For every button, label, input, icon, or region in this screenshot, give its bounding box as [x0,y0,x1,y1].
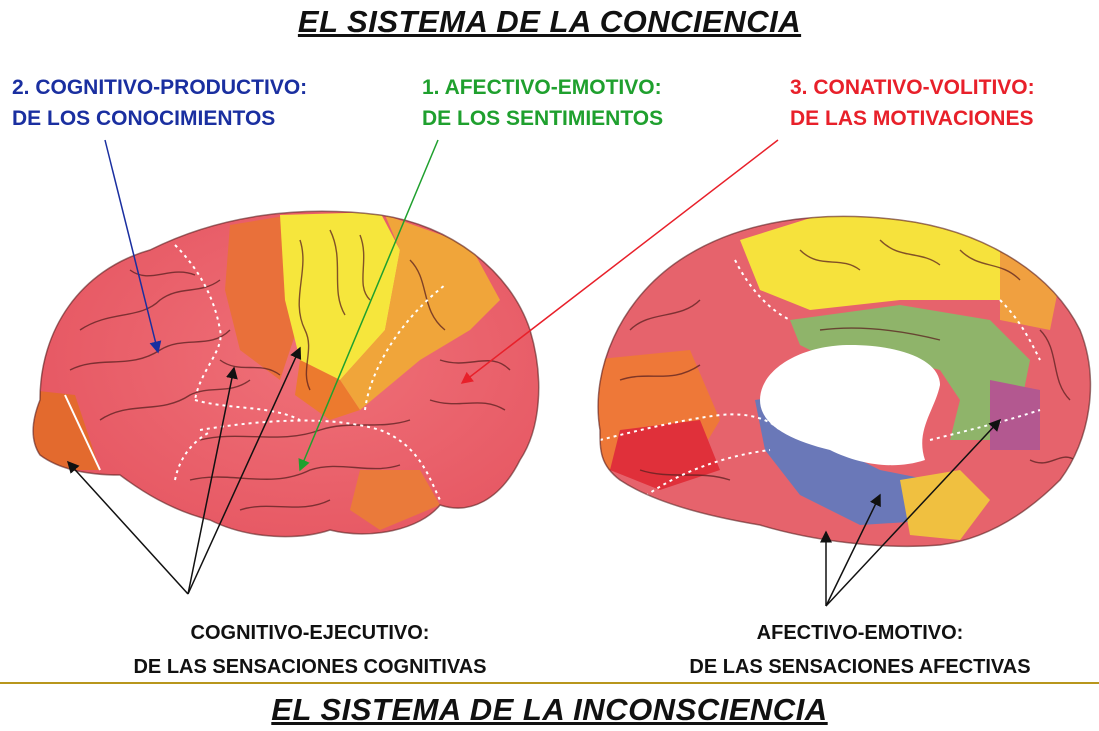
medial-brain [598,216,1091,547]
arrows-afectivo-emotivo [820,418,1002,607]
label-line: DE LAS SENSACIONES COGNITIVAS [133,656,487,678]
arrow-conativo-volitivo [460,139,779,384]
label-afectivo-emotivo-sensaciones: AFECTIVO-EMOTIVO: DE LAS SENSACIONES AFE… [620,616,1099,684]
arrow-cognitivo-productivo [104,139,162,354]
label-line: DE LOS CONOCIMIENTOS [12,107,276,130]
label-line: 2. COGNITIVO-PRODUCTIVO: [12,76,308,99]
label-conativo-volitivo: 3. CONATIVO-VOLITIVO: DE LAS MOTIVACIONE… [790,72,1035,134]
label-cognitivo-ejecutivo: COGNITIVO-EJECUTIVO: DE LAS SENSACIONES … [60,616,560,684]
label-line: 3. CONATIVO-VOLITIVO: [790,76,1035,99]
label-cognitivo-productivo: 2. COGNITIVO-PRODUCTIVO: DE LOS CONOCIMI… [12,72,307,134]
arrows-cognitivo-ejecutivo [66,346,302,595]
label-line: DE LAS SENSACIONES AFECTIVAS [689,656,1031,678]
label-line: DE LAS MOTIVACIONES [790,107,1034,130]
label-line: DE LOS SENTIMIENTOS [422,107,664,130]
title-conciencia: EL SISTEMA DE LA CONCIENCIA [297,4,802,39]
divider-line [0,682,1099,684]
label-afectivo-emotivo: 1. AFECTIVO-EMOTIVO: DE LOS SENTIMIENTOS [422,72,663,134]
arrow-afectivo-emotivo [298,139,439,472]
label-line: AFECTIVO-EMOTIVO: [756,622,964,644]
title-inconsciencia: EL SISTEMA DE LA INCONSCIENCIA [271,692,828,727]
label-line: 1. AFECTIVO-EMOTIVO: [422,76,662,99]
label-line: COGNITIVO-EJECUTIVO: [190,622,430,644]
